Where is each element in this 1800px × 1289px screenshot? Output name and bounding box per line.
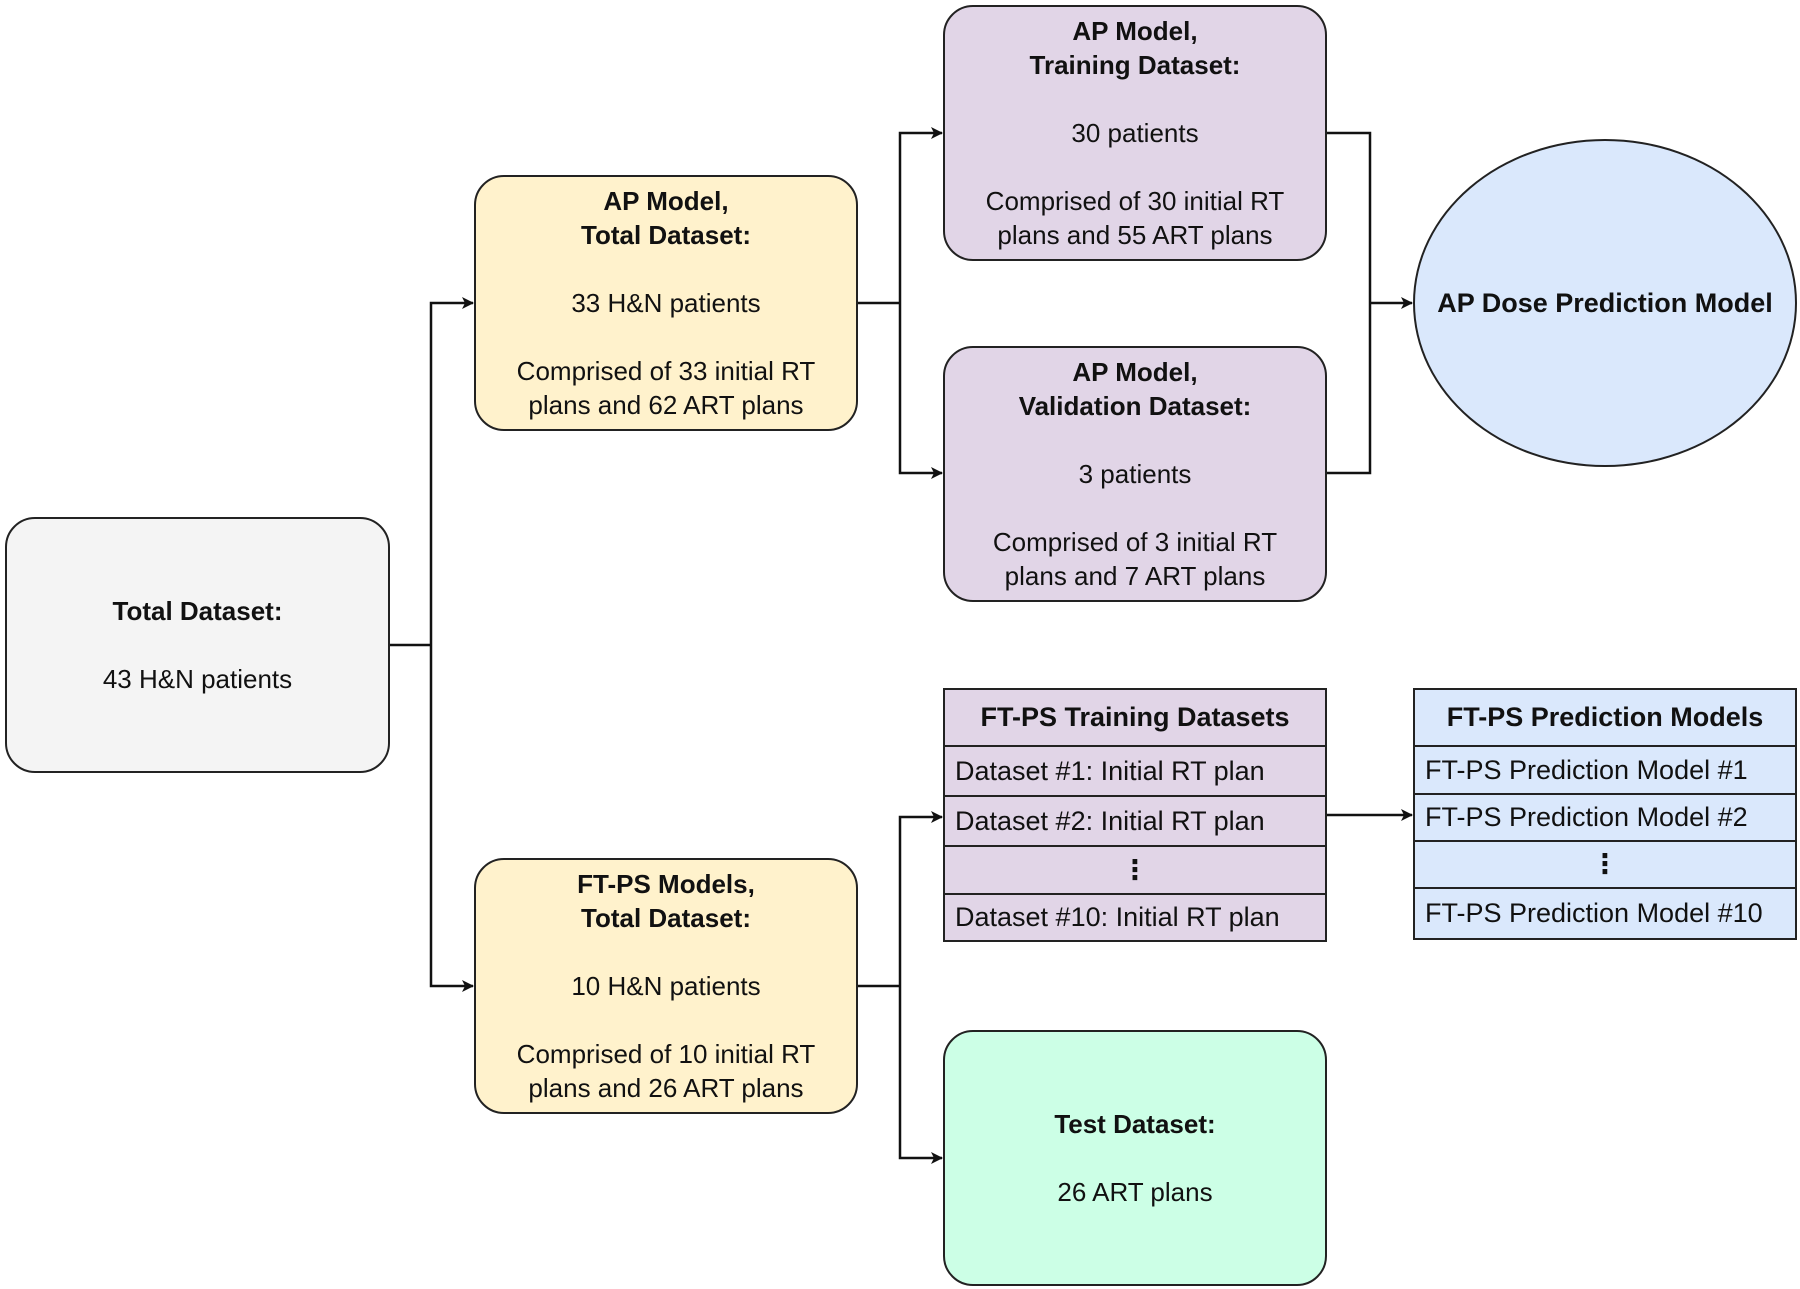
ftps-total-patients: 10 H&N patients [571, 971, 761, 1001]
edge-train-merge [1327, 131, 1372, 303]
ap-total-title-1: AP Model, [603, 186, 729, 216]
total-dataset-node: Total Dataset: 43 H&N patients [5, 517, 390, 773]
edge-ftps-train [898, 811, 943, 986]
ap-train-patients: 30 patients [1071, 118, 1199, 148]
ap-train-plans-2: plans and 55 ART plans [997, 220, 1273, 250]
ap-total-dataset-node: AP Model, Total Dataset: 33 H&N patients… [474, 175, 858, 431]
test-dataset-plans: 26 ART plans [1057, 1177, 1213, 1207]
ftps-models-header: FT-PS Prediction Models [1446, 702, 1764, 732]
edge-aptotal-train [898, 127, 943, 303]
ftps-total-title-2: Total Dataset: [581, 903, 751, 933]
ap-total-plans-2: plans and 62 ART plans [528, 390, 804, 420]
ap-train-title-2: Training Dataset: [1029, 50, 1241, 80]
ftps-training-row-ellipsis: ⋮ [945, 845, 1325, 893]
edge-total-down [429, 645, 474, 992]
edge-ftps-test [898, 986, 943, 1164]
ftps-training-row-10: Dataset #10: Initial RT plan [945, 893, 1325, 940]
ftps-models-row-ellipsis: ⋮ [1415, 840, 1795, 887]
ap-total-title-2: Total Dataset: [581, 220, 751, 250]
ap-val-plans-1: Comprised of 3 initial RT [992, 527, 1278, 557]
total-dataset-patients: 43 H&N patients [102, 664, 293, 694]
ap-val-plans-2: plans and 7 ART plans [1004, 561, 1266, 591]
test-dataset-node: Test Dataset: 26 ART plans [943, 1030, 1327, 1286]
ftps-total-dataset-node: FT-PS Models, Total Dataset: 10 H&N pati… [474, 858, 858, 1114]
ap-val-title-2: Validation Dataset: [1018, 391, 1252, 421]
ftps-training-datasets-list: FT-PS Training Datasets Dataset #1: Init… [943, 688, 1327, 942]
ap-validation-dataset-node: AP Model, Validation Dataset: 3 patients… [943, 346, 1327, 602]
ftps-prediction-models-list: FT-PS Prediction Models FT-PS Prediction… [1413, 688, 1797, 940]
ap-train-plans-1: Comprised of 30 initial RT [985, 186, 1285, 216]
edge-total-up [429, 297, 474, 645]
edge-val-merge [1327, 303, 1372, 475]
ftps-models-row-10: FT-PS Prediction Model #10 [1415, 887, 1795, 938]
ap-total-plans-1: Comprised of 33 initial RT [516, 356, 816, 386]
ftps-training-row-2: Dataset #2: Initial RT plan [945, 795, 1325, 845]
ftps-training-header: FT-PS Training Datasets [980, 702, 1290, 732]
ap-val-patients: 3 patients [1078, 459, 1192, 489]
ap-train-title-1: AP Model, [1072, 16, 1198, 46]
edge-aptotal-val [898, 303, 943, 479]
ftps-total-title-1: FT-PS Models, [577, 869, 755, 899]
ftps-models-row-2: FT-PS Prediction Model #2 [1415, 793, 1795, 840]
ap-val-title-1: AP Model, [1072, 357, 1198, 387]
ap-training-dataset-node: AP Model, Training Dataset: 30 patients … [943, 5, 1327, 261]
ftps-training-row-1: Dataset #1: Initial RT plan [945, 745, 1325, 795]
ap-dose-prediction-model-node: AP Dose Prediction Model [1413, 139, 1797, 467]
test-dataset-title: Test Dataset: [1054, 1109, 1216, 1139]
ap-dose-label: AP Dose Prediction Model [1437, 287, 1773, 318]
ftps-total-plans-1: Comprised of 10 initial RT [516, 1039, 816, 1069]
ftps-total-plans-2: plans and 26 ART plans [528, 1073, 804, 1103]
ftps-models-row-1: FT-PS Prediction Model #1 [1415, 745, 1795, 793]
ap-total-patients: 33 H&N patients [571, 288, 761, 318]
total-dataset-title: Total Dataset: [112, 596, 283, 626]
